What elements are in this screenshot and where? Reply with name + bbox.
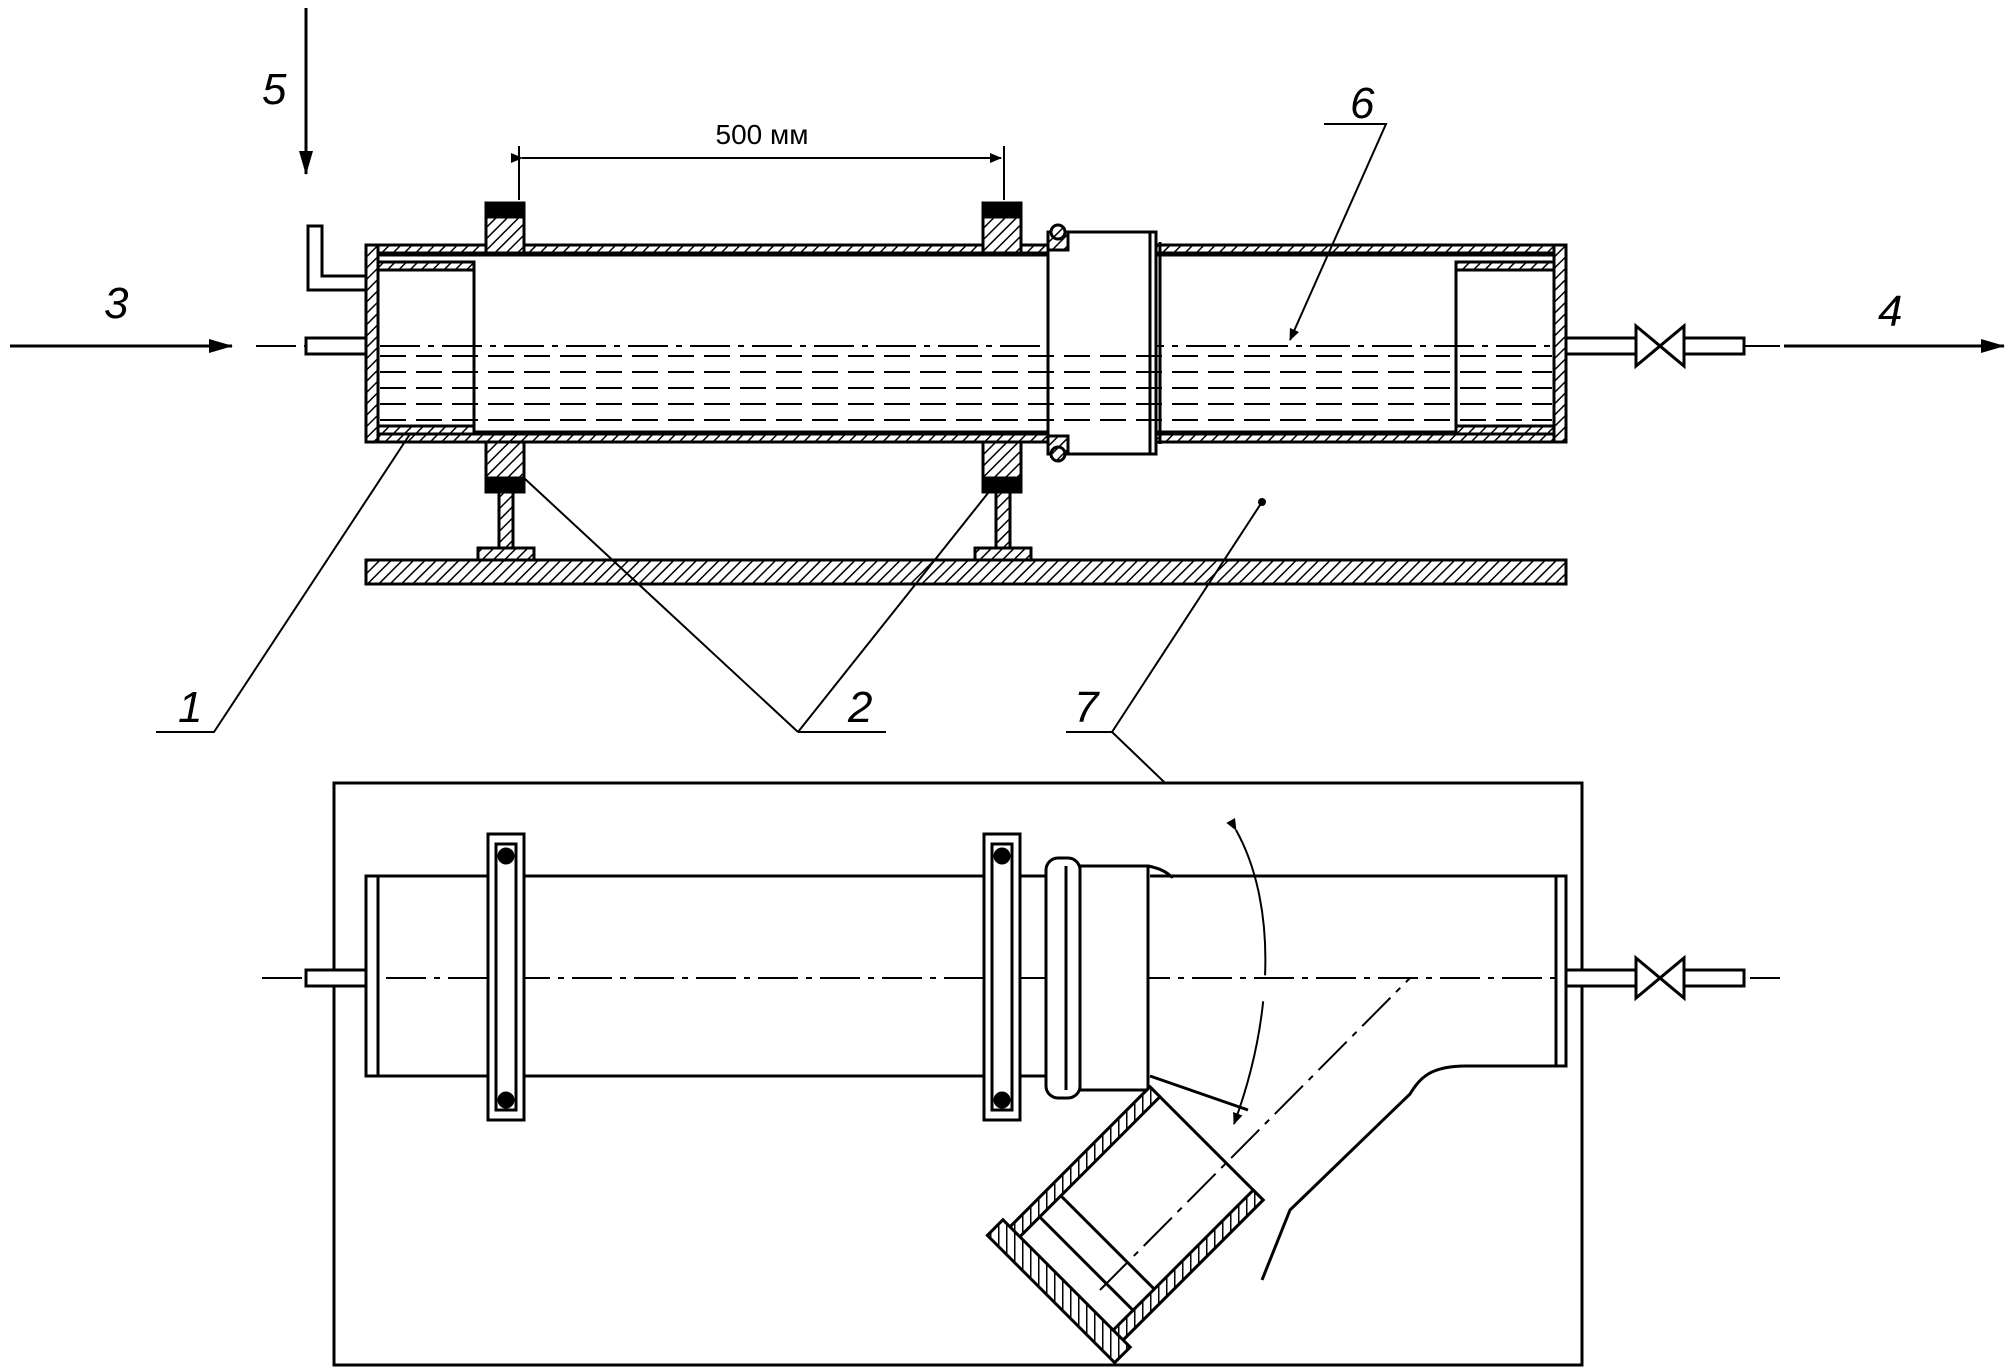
plan-outlet-nozzle (1564, 968, 1638, 988)
valve-top (1634, 322, 1686, 370)
socket-joint (1046, 230, 1158, 456)
plan-valve (1634, 954, 1686, 1002)
support-right (994, 490, 1012, 554)
rotation-arrow (1226, 817, 1267, 1125)
dimension-label: 500 мм (716, 119, 809, 150)
plan-inlet-nozzle (304, 968, 368, 988)
end-cap-right (1454, 266, 1556, 436)
support-left (497, 490, 515, 554)
callout-4: 4 (1878, 287, 1902, 336)
water-fill (380, 355, 1552, 421)
end-cap-left (376, 266, 476, 436)
leader-1 (156, 433, 411, 733)
tee-branch-socket (985, 1084, 1266, 1365)
leader-6 (1289, 123, 1388, 341)
tee-axis (1099, 977, 1411, 1291)
callout-5: 5 (262, 65, 287, 114)
section-view (256, 201, 1780, 586)
housing-end-right (1552, 243, 1568, 444)
dimension-500 (511, 146, 1005, 200)
housing-end-left (364, 243, 380, 444)
callout-7: 7 (1074, 683, 1100, 732)
tee-branch-outline (1260, 1064, 1556, 1281)
inlet-nozzle (304, 336, 368, 356)
plan-view (262, 781, 1780, 1367)
plan-pipe-left (366, 874, 1048, 1078)
plan-socket (1044, 856, 1082, 1100)
callout-2: 2 (847, 683, 872, 732)
base-plate (364, 558, 1568, 586)
outlet-nozzle (1564, 336, 1638, 356)
leader-lines (156, 123, 1388, 830)
air-vent-pipe (306, 224, 366, 292)
callout-1: 1 (178, 683, 202, 732)
callout-6: 6 (1350, 79, 1375, 128)
callout-3: 3 (104, 279, 129, 328)
leader-2 (523, 477, 993, 733)
plan-frame (332, 781, 1584, 1367)
leader-7 (1066, 501, 1263, 827)
